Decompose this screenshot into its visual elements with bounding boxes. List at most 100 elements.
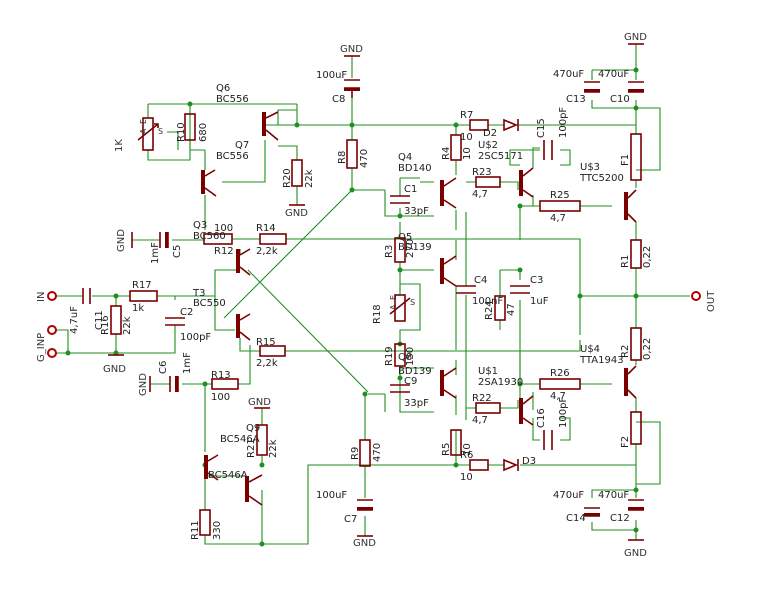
label-r10: R10 bbox=[176, 122, 187, 142]
label-r3-value: 270 bbox=[405, 239, 416, 258]
label-r23: R23 bbox=[472, 167, 492, 178]
label-pot-1k: 1K bbox=[114, 139, 125, 152]
label-c4: C4 bbox=[474, 275, 487, 286]
label-r13-value: 100 bbox=[211, 392, 230, 403]
label-u3-value: TTC5200 bbox=[579, 173, 624, 184]
resistor-r16 bbox=[110, 305, 122, 335]
label-r8: R8 bbox=[337, 151, 348, 164]
transistor-q7 bbox=[262, 112, 266, 136]
resistor-r5 bbox=[450, 429, 462, 456]
label-gnd-r16: GND bbox=[103, 364, 126, 375]
label-r14-value: 2,2k bbox=[256, 246, 278, 257]
resistor-r14 bbox=[259, 233, 287, 245]
label-r17-value: 1k bbox=[132, 303, 144, 314]
label-g-inp: G_INP bbox=[36, 333, 47, 362]
resistor-r9 bbox=[359, 439, 371, 467]
resistor-r20 bbox=[291, 159, 303, 187]
transistor-q6 bbox=[201, 170, 205, 194]
diodes bbox=[503, 118, 519, 472]
label-q4: Q4 bbox=[398, 152, 412, 163]
fuse-f2 bbox=[630, 411, 642, 445]
label-r4-value: 10 bbox=[462, 147, 473, 160]
label-r26-value: 4,7 bbox=[550, 391, 566, 402]
resistor-r10 bbox=[184, 113, 196, 141]
label-u2-value: 2SC5171 bbox=[478, 151, 523, 162]
label-c12: C12 bbox=[610, 513, 630, 524]
label-c15-value: 100pF bbox=[558, 107, 569, 138]
fuse-f1 bbox=[630, 133, 642, 181]
label-r2-value: 0,22 bbox=[642, 338, 653, 360]
label-q4-value: BD140 bbox=[398, 163, 432, 174]
label-r14: R14 bbox=[256, 223, 276, 234]
label-q9: Q9 bbox=[246, 423, 260, 434]
label-q7-value: BC556 bbox=[216, 151, 249, 162]
label-f2: F2 bbox=[620, 436, 631, 448]
label-r12-value: 100 bbox=[214, 223, 233, 234]
label-out: OUT bbox=[706, 290, 717, 312]
transistor-q3 bbox=[236, 249, 240, 273]
label-c7-value: 100uF bbox=[316, 490, 347, 501]
label-c16-value: 100pF bbox=[558, 397, 569, 428]
label-r7-value: 10 bbox=[460, 132, 473, 143]
label-c16: C16 bbox=[536, 408, 547, 428]
label-r9-value: 470 bbox=[372, 443, 383, 462]
transistor-q8 bbox=[440, 370, 444, 396]
transistor-q9 bbox=[204, 455, 208, 479]
resistor-r8 bbox=[346, 139, 358, 169]
label-u4: U$4 bbox=[580, 344, 600, 355]
label-c11: C11 bbox=[94, 310, 105, 330]
label-r18-e: E bbox=[389, 295, 398, 300]
label-t3-value: BC550 bbox=[193, 298, 226, 309]
resistor-r4 bbox=[450, 134, 462, 161]
label-r16: R16 bbox=[100, 315, 111, 335]
label-r26: R26 bbox=[550, 368, 570, 379]
label-c6: C6 bbox=[158, 361, 169, 374]
label-r16-value: 22k bbox=[122, 316, 133, 335]
label-r8-value: 470 bbox=[359, 149, 370, 168]
label-r2: R2 bbox=[620, 345, 631, 358]
resistor-r7 bbox=[469, 119, 489, 131]
transistor-q10 bbox=[245, 476, 249, 502]
resistor-r3 bbox=[394, 237, 406, 263]
connector-out bbox=[691, 291, 701, 301]
resistor-r21 bbox=[256, 424, 268, 456]
label-r9: R9 bbox=[350, 447, 361, 460]
label-r6: R6 bbox=[460, 450, 473, 461]
label-r15-value: 2,2k bbox=[256, 358, 278, 369]
label-gnd-c5: GND bbox=[116, 229, 127, 252]
connectors bbox=[47, 291, 701, 358]
label-pot-s: S bbox=[158, 127, 163, 136]
label-r19-value: 150 bbox=[405, 347, 416, 366]
label-c5: C5 bbox=[172, 245, 183, 258]
label-c13-value: 470uF bbox=[553, 69, 584, 80]
label-r17: R17 bbox=[132, 280, 152, 291]
label-r24: R24 bbox=[484, 300, 495, 320]
label-q6: Q6 bbox=[216, 83, 230, 94]
transistors bbox=[201, 111, 637, 506]
transistor-u2 bbox=[519, 170, 523, 196]
connector-g-inp-b bbox=[47, 348, 57, 358]
resistor-r13 bbox=[211, 378, 239, 390]
label-r20: R20 bbox=[282, 168, 293, 188]
connector-in bbox=[47, 291, 57, 301]
labels: GND GND GND GND GND GND GND GND GND IN G… bbox=[36, 32, 717, 559]
label-c9-value: 33pF bbox=[404, 398, 429, 409]
label-gnd-r20: GND bbox=[285, 208, 308, 219]
label-q7: Q7 bbox=[235, 140, 249, 151]
wires bbox=[52, 44, 690, 545]
label-t3: T3 bbox=[192, 288, 205, 299]
label-r3: R3 bbox=[384, 245, 395, 258]
label-r11-value: 330 bbox=[212, 521, 223, 540]
label-gnd-bottomright: GND bbox=[624, 548, 647, 559]
gnd-symbols bbox=[108, 43, 644, 541]
label-q8: Q8 bbox=[398, 352, 412, 363]
label-c13: C13 bbox=[566, 94, 586, 105]
resistor-r2 bbox=[630, 327, 642, 361]
resistor-r12 bbox=[203, 233, 233, 245]
label-r11: R11 bbox=[190, 520, 201, 540]
label-d2: D2 bbox=[483, 128, 497, 139]
label-gnd-c6: GND bbox=[138, 373, 149, 396]
pot-r18 bbox=[394, 294, 406, 322]
resistor-r6 bbox=[469, 459, 489, 471]
